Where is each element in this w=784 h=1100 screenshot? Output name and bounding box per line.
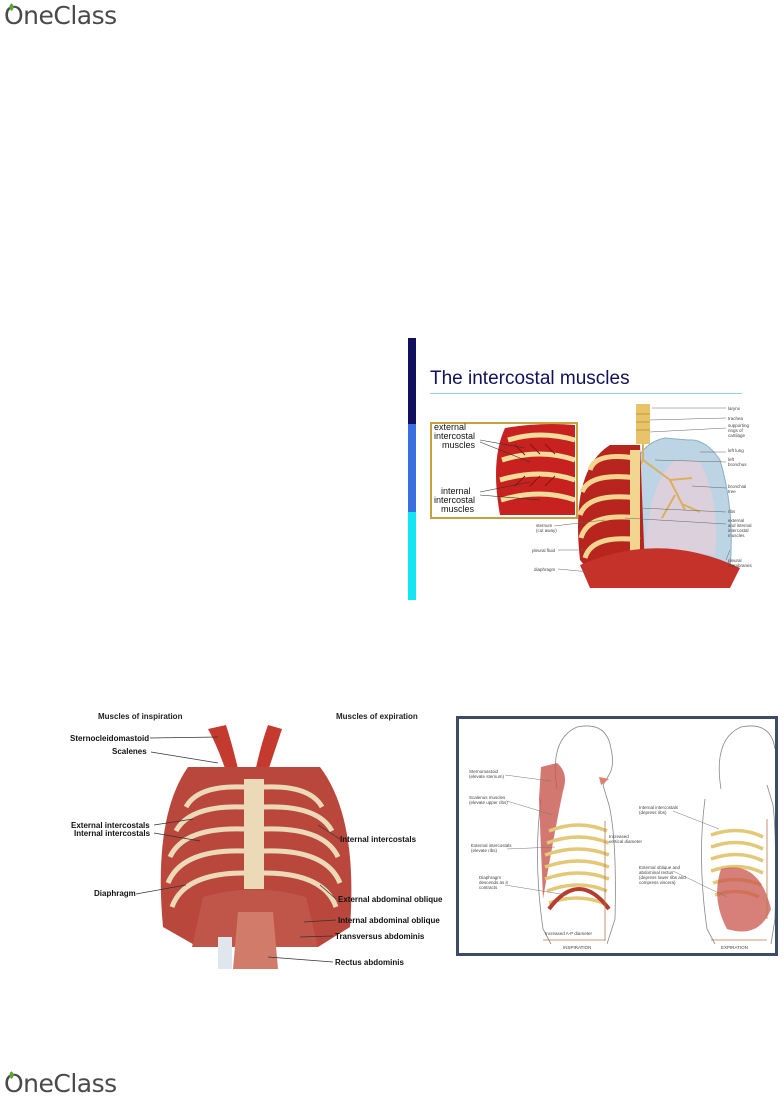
heading-inspiration: Muscles of inspiration <box>98 712 183 721</box>
label-sternocleidomastoid: Sternocleidomastoid <box>70 734 150 743</box>
label-int-intercostals-note: (depress ribs) <box>639 810 667 815</box>
label-transversus-abdominis: Transversus abdominis <box>335 932 425 941</box>
label-sternomastoid-note: (elevate sternum) <box>469 774 505 779</box>
label-external-abdominal-oblique: External abdominal oblique <box>338 895 443 904</box>
oneclass-logo-header: OneClass <box>4 2 117 30</box>
label-ap-diameter: Increased A-P diameter <box>545 931 592 936</box>
label-ext-int: and internal <box>728 523 752 528</box>
label-pleural-membranes: pleural <box>728 558 742 563</box>
label-sternum-note: (cut away) <box>536 528 557 533</box>
label-left-bronchus: bronchus <box>728 462 747 467</box>
slide-accent-bar <box>408 424 416 512</box>
label-internal-intercostals: Internal intercostals <box>340 835 417 844</box>
label-int-intercostals: Internal intercostals <box>639 805 679 810</box>
breathing-mechanics-figure <box>504 725 775 945</box>
label-rings: supporting <box>728 423 750 428</box>
label-external-intercostals: External intercostals <box>71 821 150 830</box>
label-diaphragm: diaphragm <box>534 567 556 572</box>
label-left-bronchus: left <box>728 457 735 462</box>
label-diaphragm: Diaphragm <box>94 889 136 898</box>
slide-intercostal-muscles: The intercostal muscles <box>408 338 784 600</box>
label-bronchial-tree: bronchial <box>728 484 747 489</box>
inset-label-line: internal <box>441 486 471 496</box>
label-vertical-diameter: Increased <box>609 834 629 839</box>
logo-text: OneClass <box>4 1 117 30</box>
label-pleural-membranes: membranes <box>728 563 752 568</box>
heading-expiration: Muscles of expiration <box>336 712 418 721</box>
label-sternum: sternum <box>536 523 553 528</box>
inset-label-line: intercostal <box>434 431 476 441</box>
label-expiration: EXPIRATION <box>721 945 748 950</box>
label-scalenes: Scalenes <box>112 747 147 756</box>
label-left-lung: left lung <box>728 448 744 453</box>
label-pleural-fluid: pleural fluid <box>532 548 556 553</box>
label-vertical-diameter: vertical diameter <box>609 839 643 844</box>
leaf-icon <box>9 3 14 11</box>
rib-cage-muscles-figure <box>135 725 352 969</box>
label-oblique: compress viscera) <box>639 880 676 885</box>
label-scalenus-note: (elevate upper ribs) <box>469 800 508 805</box>
label-oblique: (depress lower ribs and <box>639 875 686 880</box>
label-internal-intercostals: Internal intercostals <box>74 829 151 838</box>
label-diaphragm-note: descends as it <box>479 880 508 885</box>
label-oblique: abdominal rectus <box>639 870 674 875</box>
slide-title: The intercostal muscles <box>430 368 630 389</box>
label-diaphragm: Diaphragm <box>479 875 502 880</box>
slide-accent-bar <box>408 338 416 424</box>
label-bronchial-tree: tree <box>728 489 736 494</box>
thorax-lungs-figure <box>430 404 740 588</box>
oneclass-logo-footer: OneClass <box>4 1070 117 1098</box>
label-ext-int: intercostal <box>728 528 749 533</box>
label-rectus-abdominis: Rectus abdominis <box>335 958 404 967</box>
label-larynx: larynx <box>728 406 741 411</box>
label-oblique: External oblique and <box>639 865 681 870</box>
logo-text: OneClass <box>4 1069 117 1098</box>
label-rings: rings of <box>728 428 743 433</box>
inset-label-line: muscles <box>441 504 475 514</box>
inset-label-line: muscles <box>442 440 476 450</box>
slide-accent-bar <box>408 512 416 600</box>
label-ribs: ribs <box>728 509 736 514</box>
label-internal-abdominal-oblique: Internal abdominal oblique <box>338 916 440 925</box>
label-ext-int: muscles <box>728 533 745 538</box>
label-sternomastoid: Sternomastoid <box>469 769 499 774</box>
label-inspiration: INSPIRATION <box>563 945 592 950</box>
label-scalenus: Scalenus muscles <box>469 795 506 800</box>
label-ext-intercostals: External intercostals <box>471 843 512 848</box>
inset-label-line: external <box>434 422 467 432</box>
title-divider <box>430 393 742 394</box>
label-rings: cartilage <box>728 433 746 438</box>
slide-inspiration-expiration: Sternomastoid (elevate sternum) Scalenus… <box>456 716 778 956</box>
label-ext-int: external <box>728 518 745 523</box>
label-diaphragm-note: contracts <box>479 885 498 890</box>
label-ext-intercostals-note: (elevate ribs) <box>471 848 498 853</box>
thorax-illustration: external intercostal muscles internal in… <box>430 400 784 596</box>
slide-respiratory-muscles: Muscles of inspiration Muscles of expira… <box>68 707 442 969</box>
inset-label-line: intercostal <box>434 495 476 505</box>
label-trachea: trachea <box>728 416 744 421</box>
leaf-icon <box>9 1071 14 1079</box>
